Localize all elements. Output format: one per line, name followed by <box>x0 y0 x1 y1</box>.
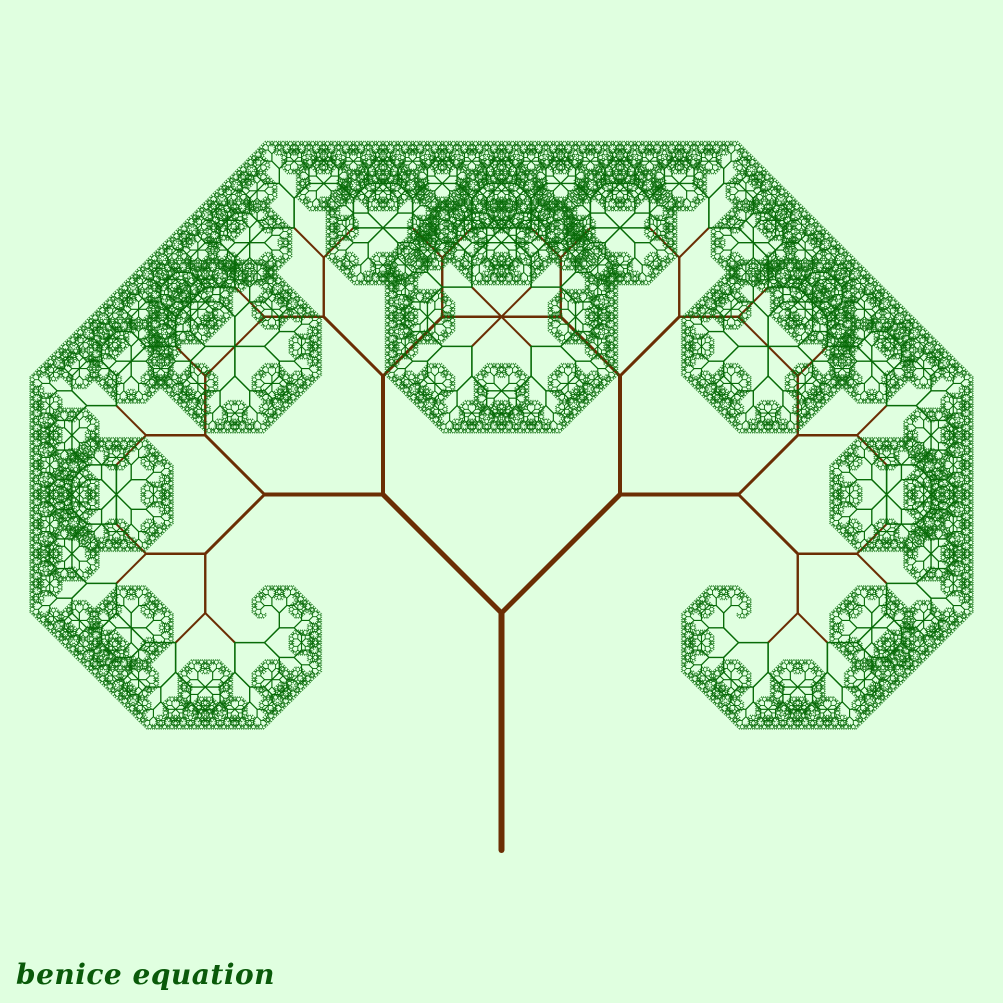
trunk-branch-level-5 <box>115 226 888 644</box>
fractal-tree-branches <box>29 140 974 853</box>
leaf-branch-level-6 <box>85 197 918 674</box>
trunk-branch-level-4 <box>144 256 859 615</box>
leaf-branch-level-7 <box>71 182 932 688</box>
trunk-branch-level-2 <box>262 374 741 497</box>
caption-text: benice equation <box>16 958 275 991</box>
leaf-branch-level-16 <box>29 140 974 730</box>
leaf-branch-level-15 <box>30 141 973 729</box>
trunk-branch-level-1 <box>380 492 623 616</box>
trunk-branch-level-3 <box>203 315 800 556</box>
